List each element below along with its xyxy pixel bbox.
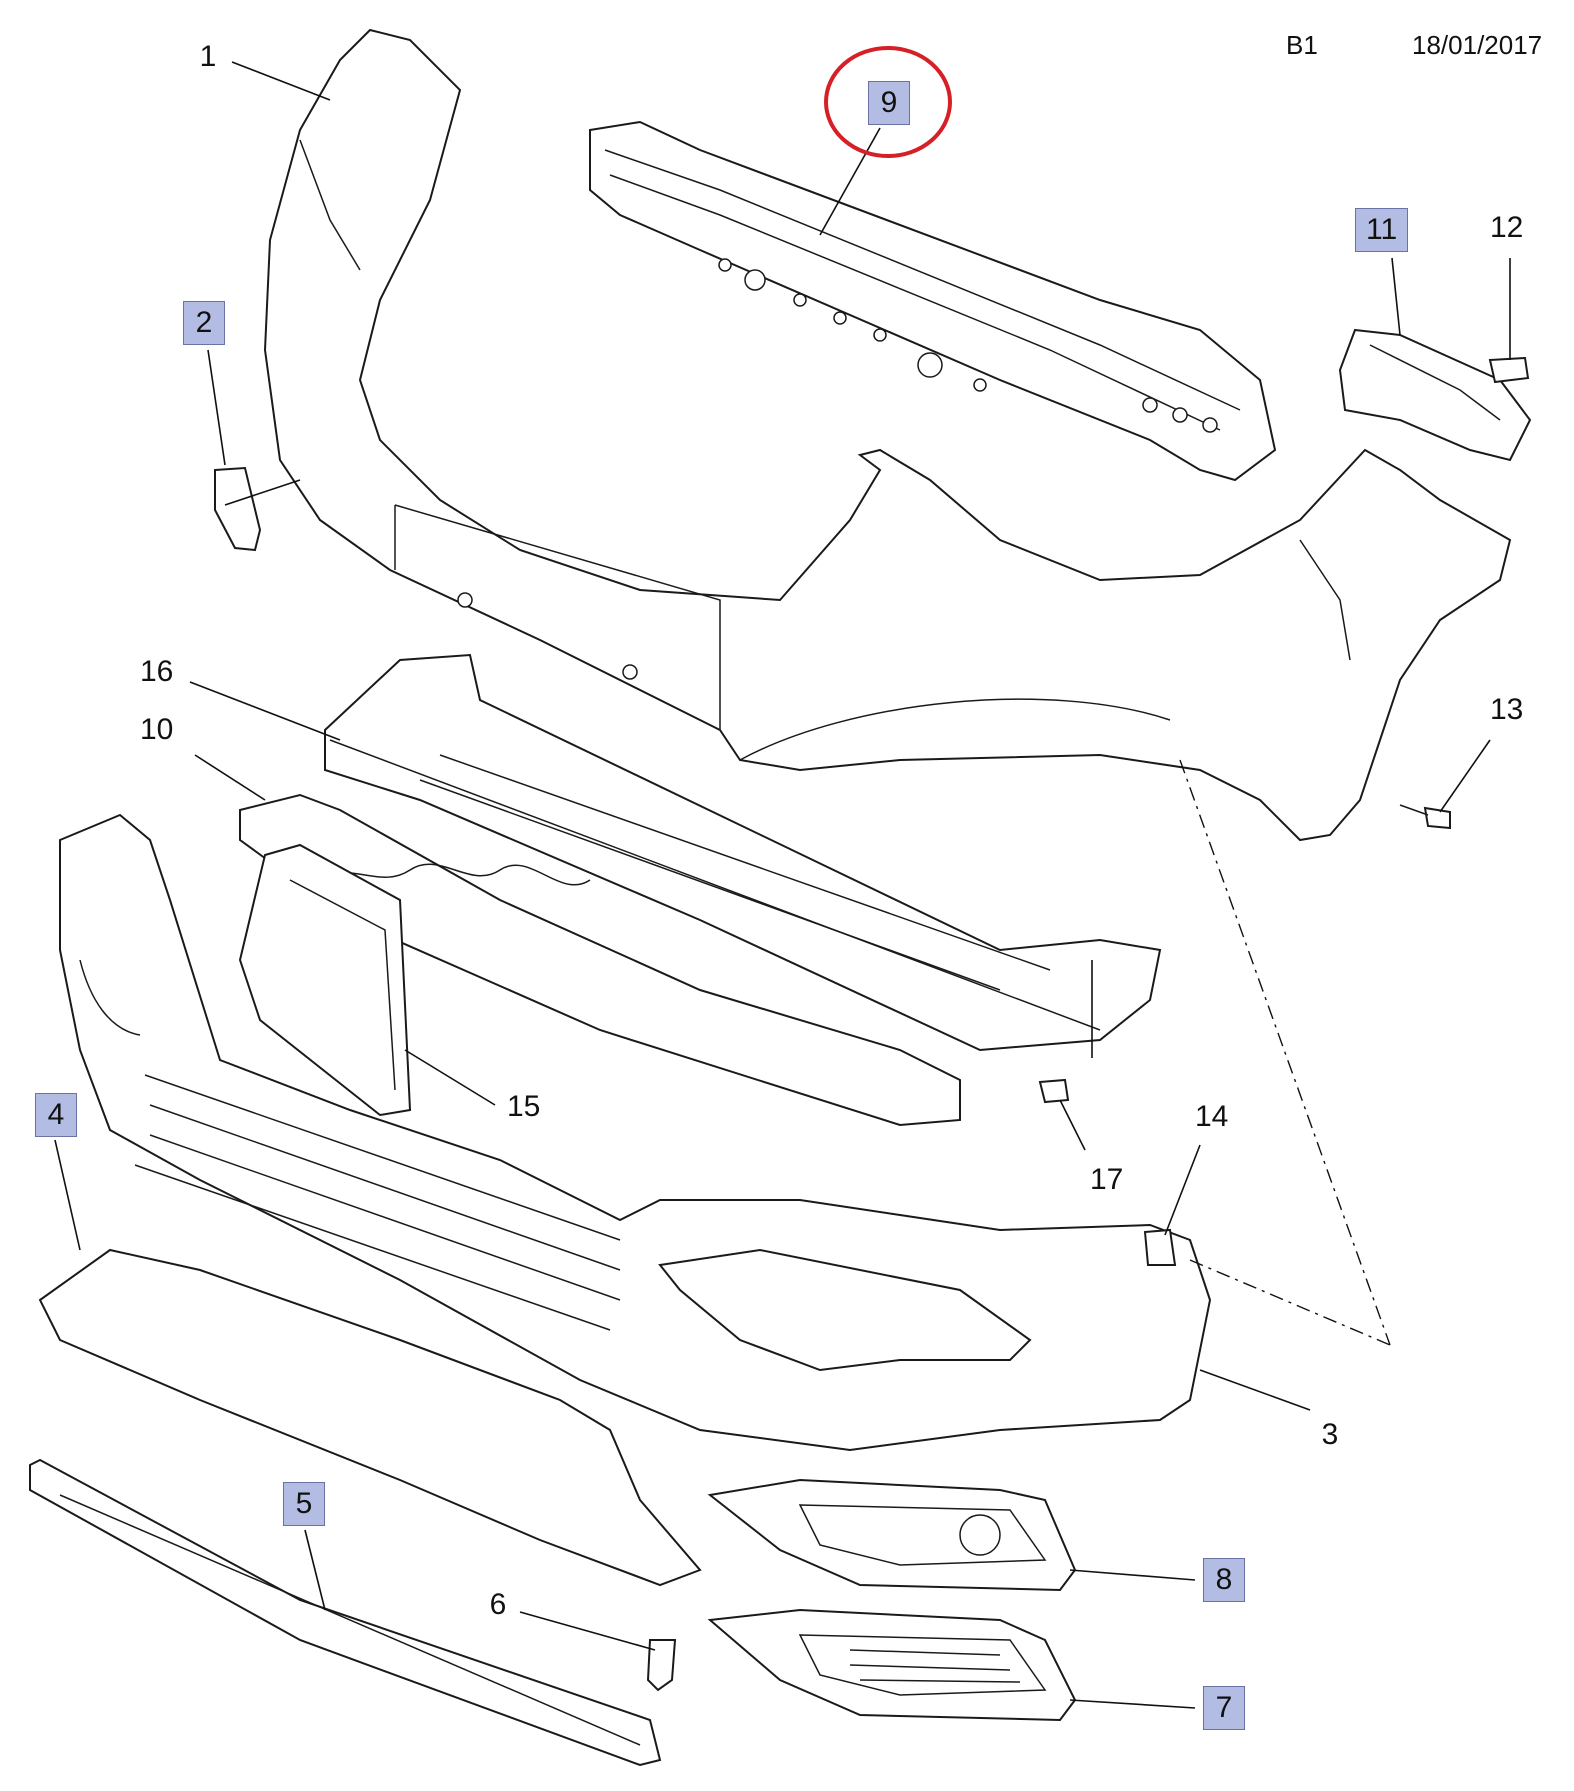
part-9-reinforcement-bar[interactable]: [589, 120, 1277, 482]
callout-13[interactable]: 13: [1490, 693, 1524, 726]
callout-15[interactable]: 15: [507, 1090, 541, 1123]
part-1-upper-bumper-cover[interactable]: [263, 28, 1512, 842]
part-7-grille-insert[interactable]: [707, 1608, 1077, 1722]
part-11-side-bracket[interactable]: [1338, 328, 1532, 462]
part-4-skid-plate[interactable]: [38, 1248, 702, 1587]
highlight-circle: [824, 46, 952, 158]
part-2-tow-hook-cover[interactable]: [214, 466, 262, 552]
callout-5[interactable]: 5: [283, 1482, 325, 1526]
callout-17[interactable]: 17: [1090, 1163, 1124, 1196]
part-14-clip[interactable]: [1143, 1228, 1177, 1266]
leader-lines: [54, 61, 1511, 1709]
alignment-lines: [1179, 759, 1391, 1346]
callout-1[interactable]: 1: [199, 40, 217, 73]
part-3-lower-fascia[interactable]: [59, 813, 1212, 1452]
callout-9[interactable]: 9: [868, 81, 910, 125]
part-12-clip[interactable]: [1488, 356, 1530, 384]
part-16-absorber-carrier[interactable]: [324, 653, 1162, 1052]
part-15-plate-bracket[interactable]: [238, 843, 412, 1117]
part-5-trim-strip[interactable]: [29, 1458, 662, 1767]
part-6-push-clip[interactable]: [646, 1639, 677, 1692]
callout-11[interactable]: 11: [1355, 208, 1409, 252]
callout-14[interactable]: 14: [1195, 1100, 1229, 1133]
diagram-date: 18/01/2017: [1412, 30, 1543, 60]
callout-4[interactable]: 4: [35, 1093, 77, 1137]
diagram-code: B1: [1286, 30, 1318, 60]
callout-10[interactable]: 10: [140, 713, 174, 746]
callout-16[interactable]: 16: [140, 655, 174, 688]
callout-3[interactable]: 3: [1321, 1418, 1339, 1451]
callout-6[interactable]: 6: [489, 1588, 507, 1621]
callout-8[interactable]: 8: [1203, 1558, 1245, 1602]
callout-2[interactable]: 2: [183, 301, 225, 345]
part-17-bolt[interactable]: [1038, 1078, 1070, 1104]
callout-12[interactable]: 12: [1490, 211, 1524, 244]
part-8-fog-bezel[interactable]: [707, 1478, 1077, 1592]
callout-7[interactable]: 7: [1203, 1686, 1245, 1730]
